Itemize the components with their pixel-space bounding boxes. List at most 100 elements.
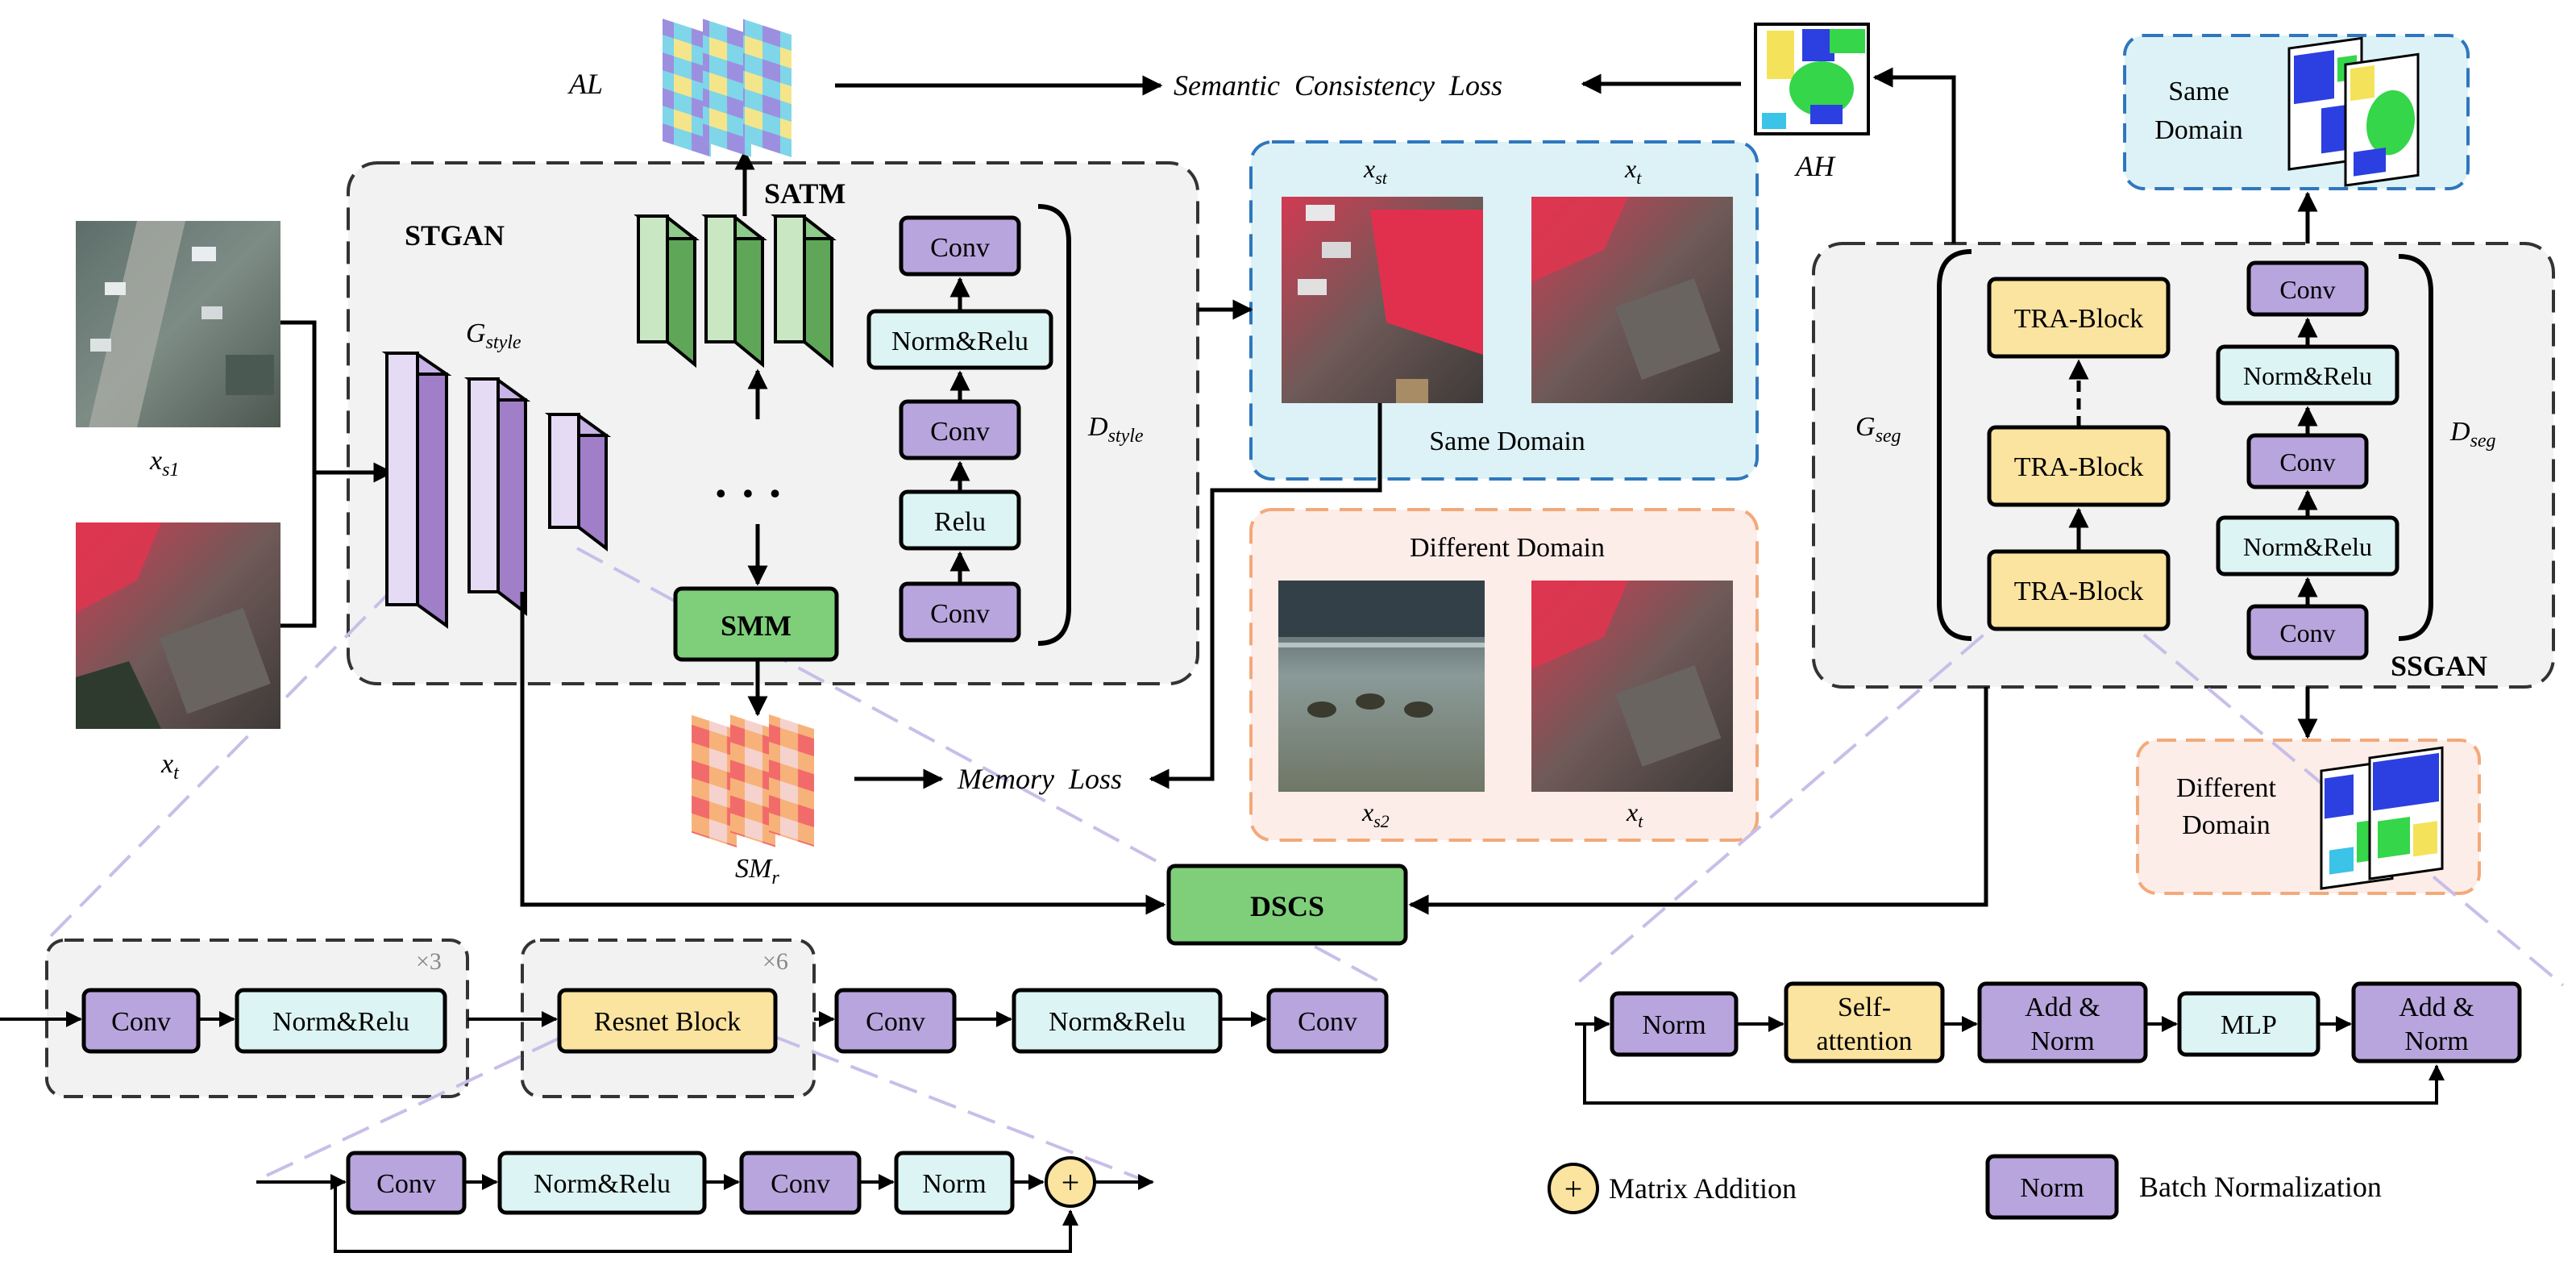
stgan-panel — [347, 161, 1199, 685]
satm-layer-1 — [637, 214, 669, 343]
svg-text:attention: attention — [1817, 1026, 1913, 1056]
xst-label: xst — [1363, 154, 1388, 188]
xst-to-memory-loss-arrow — [1149, 403, 1382, 789]
stgan-title: STGAN — [405, 219, 505, 252]
svg-text:Self-: Self- — [1838, 993, 1891, 1022]
ssgan-title: SSGAN — [2391, 650, 2487, 682]
right-same-line1: Same — [2168, 77, 2229, 106]
xt-different-image — [1531, 581, 1733, 792]
right-diff-maps — [2320, 746, 2444, 890]
transformer-row: Norm Self- attention Add & Norm MLP Add … — [1575, 981, 2522, 1105]
svg-text:Conv: Conv — [2279, 447, 2335, 477]
d-style-label: Dstyle — [1087, 412, 1144, 447]
g-style-label: Gstyle — [466, 318, 521, 353]
right-diff-line2: Domain — [2182, 810, 2271, 840]
svg-text:Conv: Conv — [2279, 618, 2335, 647]
xst-image — [1282, 197, 1483, 403]
svg-text:Conv: Conv — [930, 233, 990, 263]
generator-row: Conv Norm&Relu Resnet Block Conv Norm&Re… — [0, 988, 1389, 1054]
tra-add-norm-2 — [2351, 981, 2522, 1063]
ah-label: AH — [1794, 150, 1836, 182]
svg-text:Norm&Relu: Norm&Relu — [891, 327, 1028, 356]
gen-resnet-block — [557, 988, 778, 1054]
g-style-layer-1 — [385, 352, 419, 606]
svg-text:Conv: Conv — [2279, 275, 2335, 304]
svg-text:Norm: Norm — [2404, 1026, 2468, 1056]
tra-blocks: TRA-Block TRA-Block TRA-Block — [1987, 277, 2171, 631]
svg-text:+: + — [1564, 1171, 1583, 1207]
smm-label: SMM — [721, 610, 791, 642]
repeat-6-label: ×6 — [762, 948, 788, 975]
xt-same-label: xt — [1624, 154, 1642, 188]
ssgan-to-ah-arrow — [1872, 67, 1956, 243]
svg-text:Conv: Conv — [930, 417, 990, 447]
gen-norm-relu-1 — [235, 988, 447, 1054]
svg-text:Resnet Block: Resnet Block — [594, 1007, 741, 1037]
d-seg-label: Dseg — [2449, 417, 2496, 452]
g-style-layers — [381, 352, 612, 629]
svg-text:Add &: Add & — [2025, 993, 2100, 1022]
svg-text:Add &: Add & — [2399, 993, 2474, 1022]
g-style-layer-3 — [548, 413, 580, 529]
tra-block-top — [1987, 277, 2171, 359]
legend-plus-icon — [1548, 1163, 1599, 1214]
svg-text:Norm: Norm — [922, 1169, 986, 1199]
legend-batch-normalization: Batch Normalization — [2139, 1171, 2382, 1203]
g-seg-label: Gseg — [1855, 412, 1901, 447]
svg-text:TRA-Block: TRA-Block — [2014, 452, 2144, 482]
svg-text:Norm&Relu: Norm&Relu — [2243, 532, 2372, 561]
d-seg-stack: Conv Norm&Relu Conv Norm&Relu Conv — [2216, 254, 2433, 660]
svg-text:Norm: Norm — [2020, 1173, 2084, 1203]
input-merge-lines — [280, 320, 394, 628]
legend-matrix-addition: Matrix Addition — [1609, 1172, 1797, 1205]
different-domain-caption: Different Domain — [1410, 533, 1605, 563]
g-style-layer-2 — [467, 377, 500, 593]
al-label: AL — [567, 68, 603, 100]
svg-text:Norm&Relu: Norm&Relu — [2243, 361, 2372, 390]
svg-text:Norm: Norm — [2030, 1026, 2094, 1056]
svg-text:Norm&Relu: Norm&Relu — [534, 1169, 671, 1199]
input-image-xt — [76, 522, 280, 729]
satm-layer-3 — [774, 214, 806, 343]
svg-text:Conv: Conv — [376, 1169, 436, 1199]
satm-layers — [634, 214, 837, 368]
d-seg-conv-top — [2246, 260, 2369, 317]
gen-conv-3 — [1266, 988, 1389, 1054]
svg-text:Conv: Conv — [930, 599, 990, 629]
svg-text:Norm: Norm — [1642, 1010, 1706, 1040]
same-domain-caption: Same Domain — [1429, 427, 1585, 456]
satm-label: SATM — [764, 177, 846, 210]
dscs-block — [1166, 864, 1408, 946]
svg-text:+: + — [1062, 1164, 1080, 1201]
d-style-stack: Conv Norm&Relu Conv Relu Conv — [866, 204, 1071, 646]
svg-text:Norm&Relu: Norm&Relu — [1049, 1007, 1186, 1037]
xs1-label: xs1 — [149, 446, 179, 481]
xt-same-image — [1531, 197, 1733, 403]
svg-text:Conv: Conv — [111, 1007, 171, 1037]
right-diff-line1: Different — [2176, 773, 2277, 803]
xt-different-label: xt — [1626, 797, 1643, 831]
semantic-consistency-loss: Semantic Consistency Loss — [1174, 69, 1502, 102]
svg-text:TRA-Block: TRA-Block — [2014, 304, 2144, 334]
svg-text:MLP: MLP — [2221, 1010, 2277, 1040]
ssgan-panel — [1812, 242, 2555, 689]
svg-text:Norm&Relu: Norm&Relu — [272, 1007, 409, 1037]
smr-feature-map — [692, 714, 814, 847]
legend: + Matrix Addition Norm Batch Normalizati… — [1548, 1154, 2382, 1220]
repeat-3-label: ×3 — [416, 948, 442, 975]
input-image-xs1 — [76, 221, 280, 427]
satm-layer-2 — [704, 214, 737, 343]
xs2-label: xs2 — [1361, 797, 1390, 831]
ah-map — [1754, 23, 1870, 135]
right-same-maps — [2287, 36, 2420, 187]
svg-text:Relu: Relu — [934, 507, 986, 537]
ellipsis: • • • — [716, 477, 785, 510]
legend-norm-swatch — [1985, 1154, 2119, 1220]
al-feature-map — [663, 19, 791, 158]
svg-text:Conv: Conv — [1298, 1007, 1357, 1037]
xs2-image — [1278, 581, 1485, 792]
ssgan-to-dscs-arrow — [1408, 687, 1988, 915]
svg-text:Conv: Conv — [866, 1007, 925, 1037]
svg-text:TRA-Block: TRA-Block — [2014, 576, 2144, 606]
